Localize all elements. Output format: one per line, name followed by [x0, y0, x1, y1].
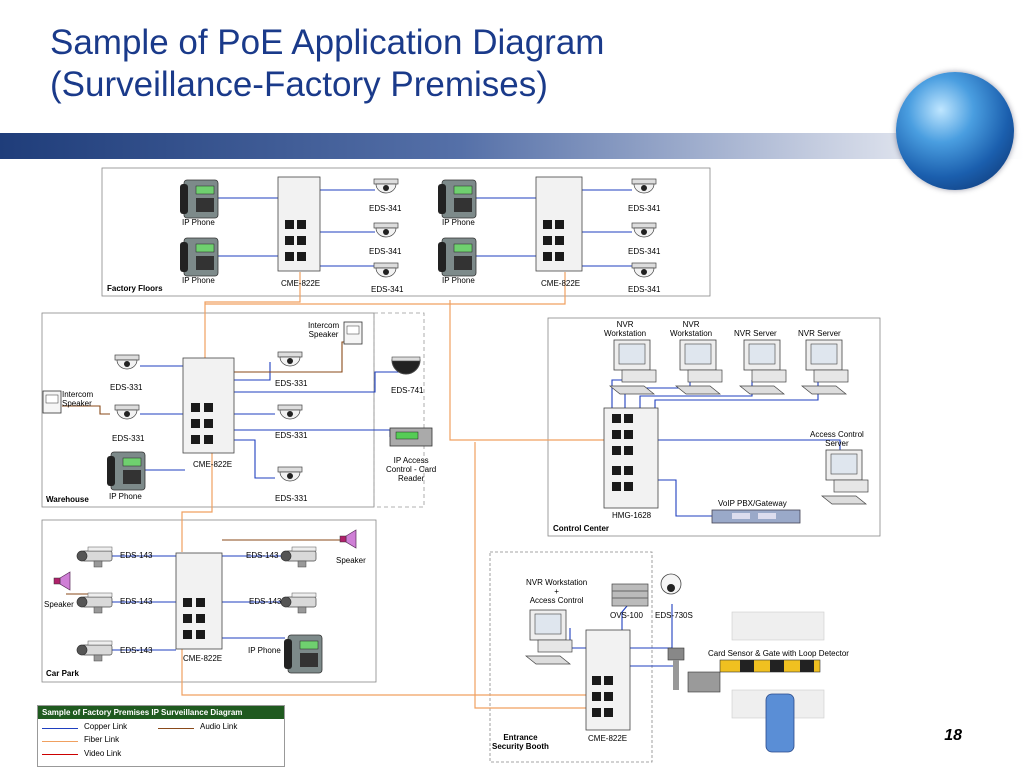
label-nvr-access: NVR Workstation+Access Control: [526, 578, 588, 605]
zone-warehouse: Warehouse: [46, 495, 89, 504]
label-cme: CME-822E: [193, 460, 233, 469]
label-nvr-server: NVR Server: [798, 329, 841, 338]
label-hmg: HMG-1628: [612, 511, 652, 520]
label-cme: CME-822E: [541, 279, 581, 288]
label-ip-phone: IP Phone: [182, 218, 215, 227]
legend-copper-label: Copper Link: [84, 722, 128, 731]
label-eds331: EDS-331: [112, 434, 145, 443]
label-speaker: Speaker: [44, 600, 74, 609]
label-eds143: EDS-143: [120, 551, 153, 560]
legend-fiber-label: Fiber Link: [84, 735, 120, 744]
label-ovs: OVS-100: [610, 611, 643, 620]
legend-fiber-swatch: [42, 741, 78, 742]
label-eds341: EDS-341: [628, 247, 661, 256]
legend: Sample of Factory Premises IP Surveillan…: [37, 705, 285, 767]
label-card-sensor: Card Sensor & Gate with Loop Detector: [708, 649, 849, 658]
legend-audio-swatch: [158, 728, 194, 729]
page-number: 18: [944, 727, 962, 744]
zone-control-center: Control Center: [553, 524, 609, 533]
label-ip-phone: IP Phone: [442, 218, 475, 227]
slide-title: Sample of PoE Application Diagram (Surve…: [50, 23, 605, 104]
legend-title: Sample of Factory Premises IP Surveillan…: [38, 706, 284, 719]
label-eds143: EDS-143: [249, 597, 282, 606]
globe-icon: [896, 72, 1014, 190]
label-ip-phone: IP Phone: [442, 276, 475, 285]
label-voip-gateway: VoIP PBX/Gateway: [718, 499, 787, 508]
label-eds331: EDS-331: [275, 494, 308, 503]
label-eds341: EDS-341: [369, 204, 402, 213]
label-eds341: EDS-341: [628, 204, 661, 213]
label-eds331: EDS-331: [275, 431, 308, 440]
label-cme: CME-822E: [588, 734, 628, 743]
legend-copper-swatch: [42, 728, 78, 729]
label-eds341: EDS-341: [371, 285, 404, 294]
label-ip-phone: IP Phone: [248, 646, 281, 655]
label-cme: CME-822E: [281, 279, 321, 288]
legend-video-swatch: [42, 754, 78, 755]
zone-car-park: Car Park: [46, 669, 79, 678]
label-nvr-server: NVR Server: [734, 329, 777, 338]
legend-audio-label: Audio Link: [200, 722, 238, 731]
label-eds741: EDS-741: [391, 386, 424, 395]
label-ip-phone: IP Phone: [182, 276, 215, 285]
label-eds331: EDS-331: [275, 379, 308, 388]
label-eds331: EDS-331: [110, 383, 143, 392]
title-band: [0, 133, 1024, 159]
label-cme: CME-822E: [183, 654, 223, 663]
label-ip-phone: IP Phone: [109, 492, 142, 501]
label-eds143: EDS-143: [120, 646, 153, 655]
zone-factory-floors: Factory Floors: [107, 284, 163, 293]
label-eds341: EDS-341: [628, 285, 661, 294]
label-eds143: EDS-143: [246, 551, 279, 560]
legend-video-label: Video Link: [84, 749, 122, 758]
label-eds730s: EDS-730S: [655, 611, 693, 620]
label-speaker: Speaker: [336, 556, 366, 565]
label-eds341: EDS-341: [369, 247, 402, 256]
label-eds143: EDS-143: [120, 597, 153, 606]
